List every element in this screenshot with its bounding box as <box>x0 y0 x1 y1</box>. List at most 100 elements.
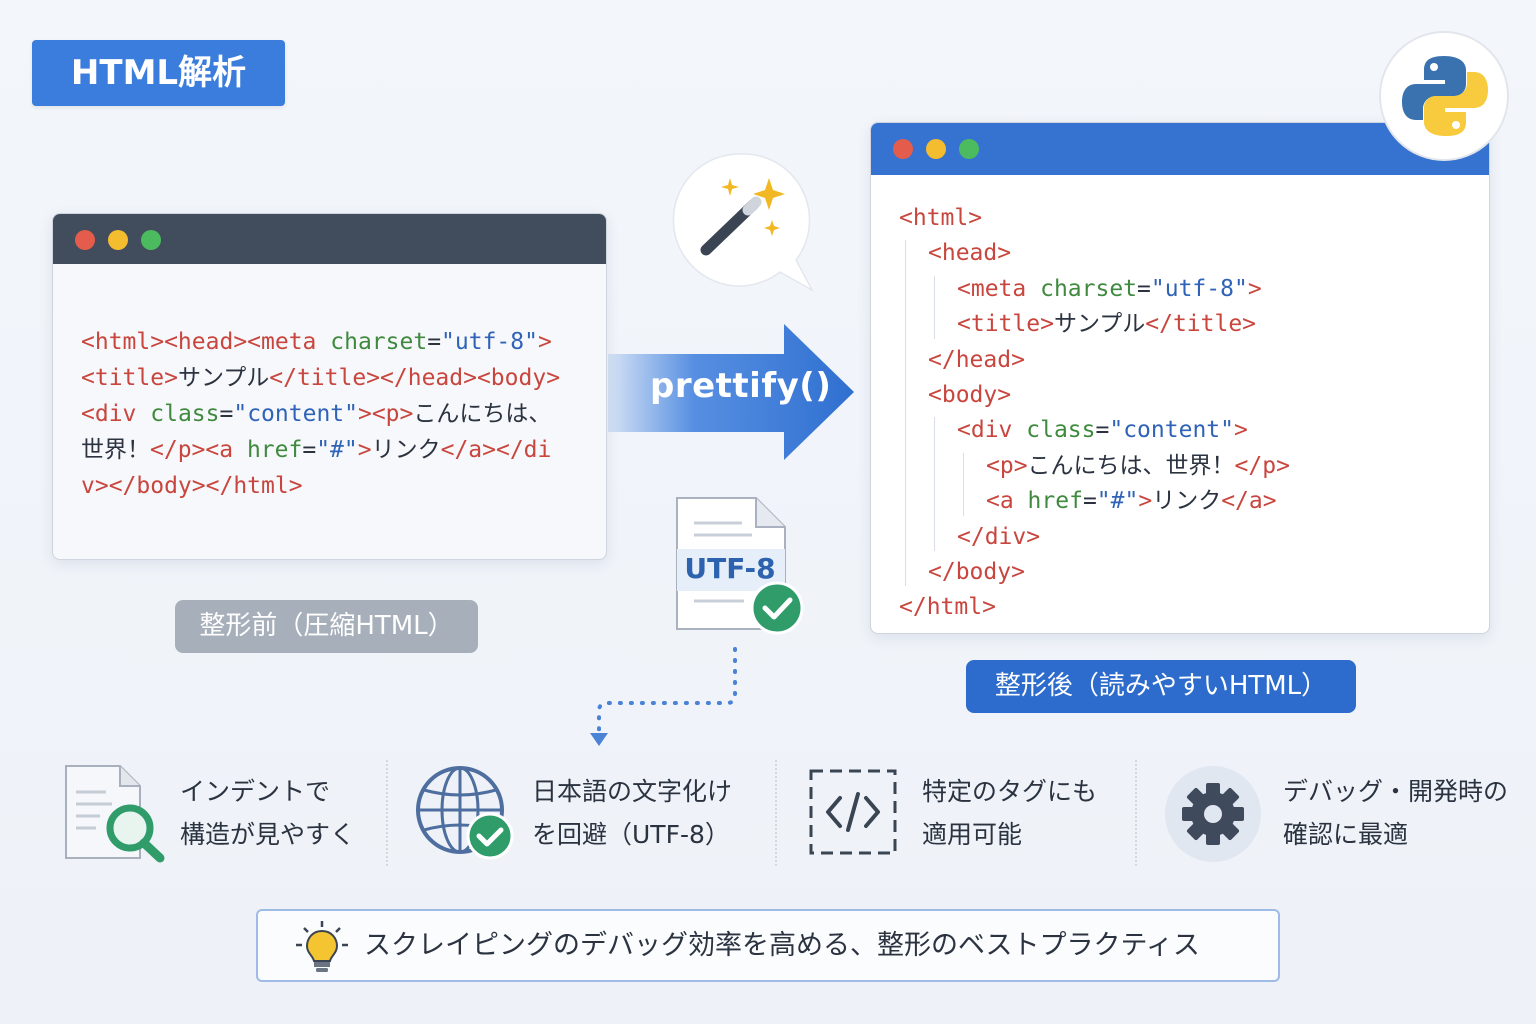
code-token: <meta <box>957 275 1041 302</box>
maximize-dot-icon <box>959 139 979 159</box>
code-line: 世界！</p><a href="#">リンク</a></di <box>81 432 591 468</box>
code-token: href <box>1027 488 1083 515</box>
code-token: <div <box>957 417 1027 444</box>
lightbulb-icon <box>296 921 348 972</box>
feature-tags-text: 特定のタグにも 適用可能 <box>922 777 1098 849</box>
utf8-document-icon <box>676 497 804 635</box>
code-token: </head> <box>928 346 1025 373</box>
code-token: > <box>1233 417 1248 444</box>
code-line: <div class="content"> <box>899 413 1290 448</box>
formatted-code: <html><head><meta charset="utf-8"><title… <box>899 201 1290 626</box>
formatted-html-window: <html><head><meta charset="utf-8"><title… <box>870 122 1490 634</box>
code-token: <html><head><meta <box>81 329 331 355</box>
code-token: "utf-8" <box>1150 275 1248 302</box>
code-token: </body> <box>928 558 1025 585</box>
code-line: </html> <box>899 590 1290 625</box>
prettify-label: prettify() <box>650 366 832 406</box>
code-token: リンク <box>1152 488 1222 515</box>
code-token: "#" <box>1096 488 1139 515</box>
document-search-icon <box>65 765 165 863</box>
feature-debug: デバッグ・開発時の 確認に最適 <box>1163 760 1533 870</box>
code-line: <p>こんにちは、世界！</p> <box>899 449 1290 484</box>
feature-debug-text: デバッグ・開発時の 確認に最適 <box>1283 777 1509 849</box>
close-dot-icon <box>893 139 913 159</box>
indent-guide <box>963 452 964 516</box>
code-token: 世界！ <box>81 437 150 463</box>
footer-tip: スクレイピングのデバッグ効率を高める、整形のベストプラクティス <box>256 909 1280 982</box>
code-line: <body> <box>899 378 1290 413</box>
code-token: </a> <box>1221 488 1277 515</box>
code-token: = <box>1137 275 1151 302</box>
prettify-arrow <box>608 324 854 460</box>
before-label: 整形前（圧縮HTML） <box>175 600 478 653</box>
feature-encoding: 日本語の文字化け を回避（UTF-8） <box>414 760 774 870</box>
code-line: <head> <box>899 236 1290 271</box>
minimize-dot-icon <box>926 139 946 159</box>
feature-divider <box>386 760 388 866</box>
gear-icon <box>1165 766 1261 862</box>
code-token: > <box>1138 488 1153 515</box>
code-token: <title> <box>81 365 178 391</box>
python-logo-icon <box>1379 31 1509 161</box>
code-token: </html> <box>899 594 996 621</box>
code-line: v></body></html> <box>81 468 591 504</box>
code-line: </div> <box>899 520 1290 555</box>
compressed-html-window: <html><head><meta charset="utf-8"><title… <box>52 213 607 560</box>
globe-check-icon <box>416 766 514 860</box>
code-token: こんにちは、 <box>413 401 552 427</box>
code-token: <head> <box>928 240 1012 267</box>
indent-guide <box>905 240 906 587</box>
window-titlebar <box>871 123 1489 175</box>
code-token: = <box>219 401 234 427</box>
page-title: HTML解析 <box>32 40 285 106</box>
after-label: 整形後（読みやすいHTML） <box>966 660 1356 713</box>
code-token: <p> <box>986 452 1028 479</box>
code-token: charset <box>330 329 428 355</box>
code-token: "content" <box>233 401 358 427</box>
feature-indent-text: インデントで 構造が見やすく <box>180 777 356 849</box>
code-line: <html> <box>899 201 1290 236</box>
code-token: サンプル <box>1053 311 1146 338</box>
code-token: </a></di <box>440 437 552 463</box>
code-token: </p> <box>1234 452 1290 479</box>
code-token: > <box>1247 275 1262 302</box>
feature-divider <box>775 760 777 866</box>
code-token: class <box>150 401 220 427</box>
code-token: "#" <box>316 437 358 463</box>
window-titlebar <box>53 214 606 264</box>
code-token: = <box>302 437 317 463</box>
code-token: > <box>537 329 552 355</box>
code-token: <div <box>81 401 151 427</box>
code-line: <title>サンプル</title></head><body> <box>81 360 591 396</box>
feature-encoding-text: 日本語の文字化け を回避（UTF-8） <box>532 777 733 849</box>
code-line: <html><head><meta charset="utf-8"> <box>81 324 591 360</box>
code-token: こんにちは、世界！ <box>1027 452 1235 479</box>
code-line: </body> <box>899 555 1290 590</box>
code-token: v></body></html> <box>81 473 303 499</box>
code-token: </p><a <box>150 437 247 463</box>
code-token: リンク <box>371 437 441 463</box>
code-line: <title>サンプル</title> <box>899 307 1290 342</box>
code-token: = <box>1082 488 1097 515</box>
code-token: > <box>357 437 372 463</box>
code-token: "content" <box>1109 417 1234 444</box>
code-line: <div class="content"><p>こんにちは、 <box>81 396 591 432</box>
code-line: </head> <box>899 343 1290 378</box>
code-token: charset <box>1040 275 1138 302</box>
code-line: <a href="#">リンク</a> <box>899 484 1290 519</box>
code-token: ><p> <box>357 401 414 427</box>
compressed-code: <html><head><meta charset="utf-8"><title… <box>81 324 591 504</box>
maximize-dot-icon <box>141 230 161 250</box>
code-token: <title> <box>957 311 1054 338</box>
dotted-connector <box>590 647 737 746</box>
magic-wand-icon <box>672 153 814 292</box>
feature-indent: インデントで 構造が見やすく <box>60 760 380 870</box>
feature-tags: 特定のタグにも 適用可能 <box>808 760 1128 870</box>
code-token: <body> <box>928 381 1012 408</box>
code-token: </title> <box>1145 311 1257 338</box>
feature-divider <box>1135 760 1137 866</box>
indent-guide <box>934 275 935 339</box>
indent-guide <box>934 417 935 551</box>
footer-text: スクレイピングのデバッグ効率を高める、整形のベストプラクティス <box>364 930 1200 961</box>
code-token: = <box>427 329 442 355</box>
